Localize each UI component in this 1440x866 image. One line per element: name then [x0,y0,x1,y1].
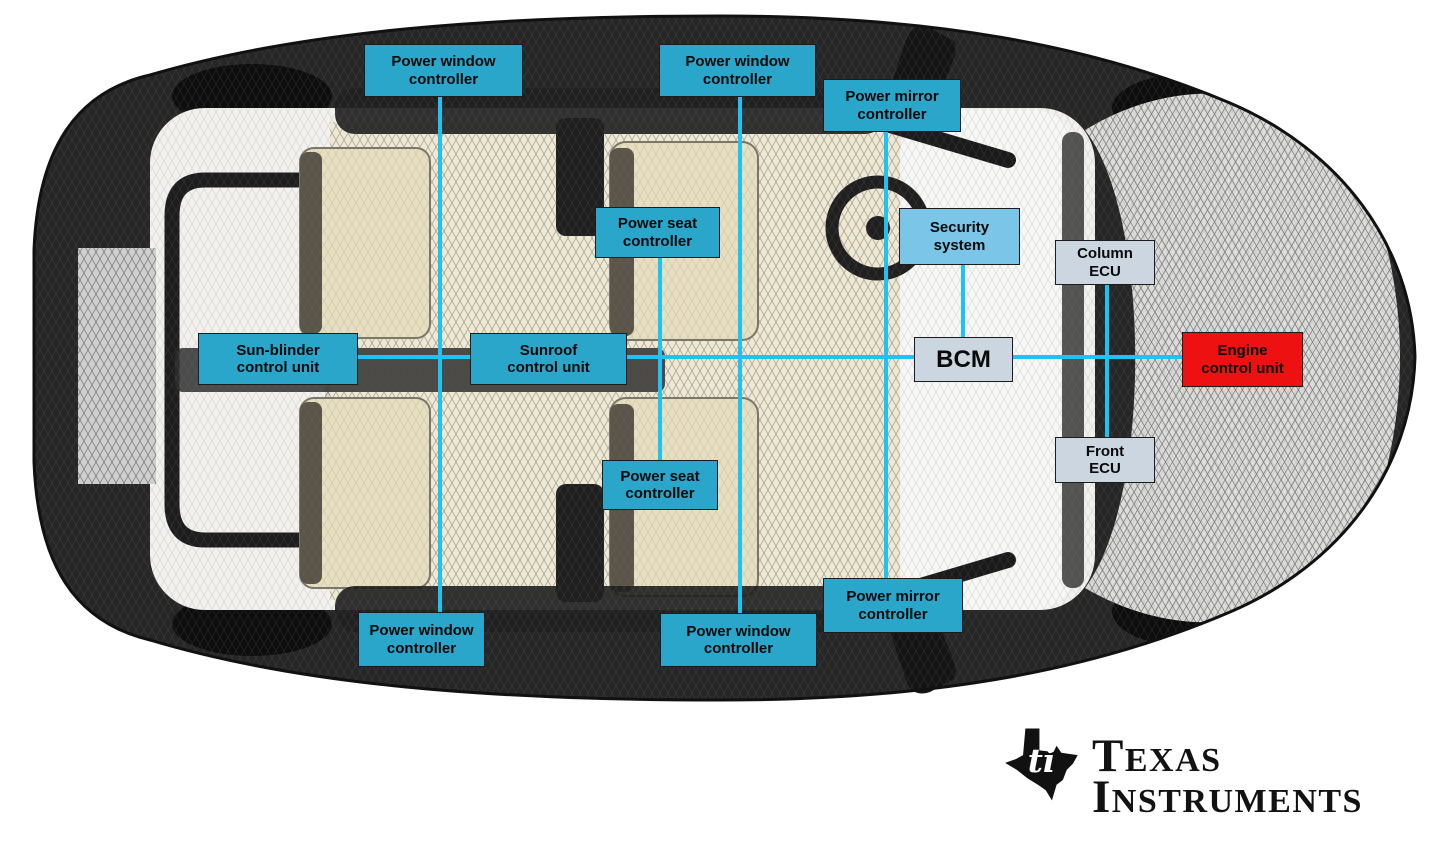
box-front-ecu: Front ECU [1055,437,1155,483]
box-power-seat-controller-upper: Power seat controller [595,207,720,258]
texas-state-shape [1005,728,1078,801]
box-security-system: Security system [899,208,1020,265]
box-sun-blinder-control-unit: Sun-blinder control unit [198,333,358,385]
box-power-window-controller-bottom-left: Power window controller [358,612,485,667]
ti-logo-line2: INSTRUMENTS [1092,771,1363,823]
box-power-window-controller-bottom-right: Power window controller [660,613,817,667]
box-power-mirror-controller-bottom: Power mirror controller [823,578,963,633]
car-illustration [32,14,1417,702]
ti-logo: ti TEXAS INSTRUMENTS [1002,718,1363,820]
texas-state-ti-mark: ti [1005,728,1078,801]
ti-logo-text: TEXAS INSTRUMENTS [1092,738,1363,820]
box-column-ecu: Column ECU [1055,240,1155,285]
box-engine-control-unit: Engine control unit [1182,332,1303,387]
box-power-window-controller-top-left: Power window controller [364,44,523,97]
box-sunroof-control-unit: Sunroof control unit [470,333,627,385]
ti-logo-line1: TEXAS [1092,730,1222,782]
box-bcm: BCM [914,337,1013,382]
box-power-window-controller-top-right: Power window controller [659,44,816,97]
box-power-seat-controller-lower: Power seat controller [602,460,718,510]
car-body [32,14,1417,702]
box-power-mirror-controller-top: Power mirror controller [823,79,961,132]
ti-mark-text: ti [1028,741,1056,780]
